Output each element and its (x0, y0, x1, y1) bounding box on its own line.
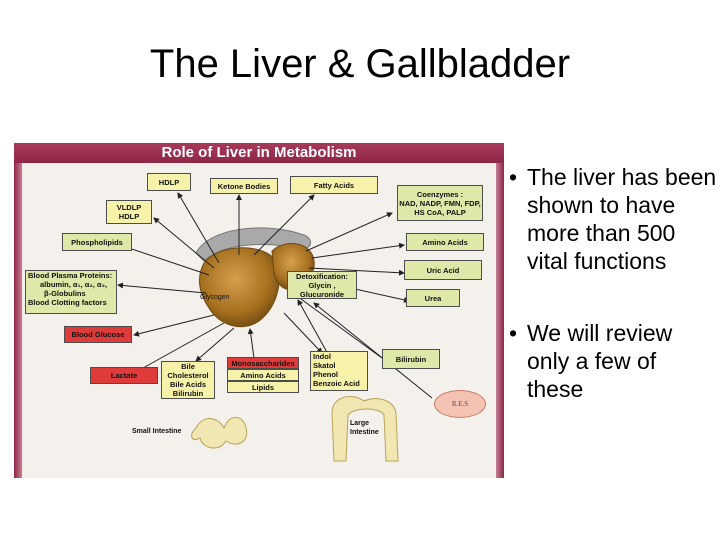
blood-plasma-albumin: albumin, α₁, α₂, α₃, (40, 280, 108, 289)
ketone-bodies-box: Ketone Bodies (210, 178, 278, 194)
lipids-box: Lipids (227, 381, 299, 393)
liver-left-lobe (198, 247, 280, 328)
indol-label: Indol (313, 352, 331, 361)
left-frame-bar (14, 163, 22, 478)
blood-plasma-proteins-box: Blood Plasma Proteins: albumin, α₁, α₂, … (25, 270, 117, 314)
bullet-marker: • (509, 164, 518, 190)
uric-acid-box: Uric Acid (404, 260, 482, 280)
res-oval: R.E.S (434, 390, 486, 418)
bile-acids: Bile Acids (170, 380, 206, 389)
coenzymes-list: NAD, NADP, FMN, FDP, HS CoA, PALP (399, 198, 481, 217)
slide-title: The Liver & Gallbladder (149, 42, 571, 86)
bullet-list: • The liver has been shown to have more … (507, 163, 717, 447)
right-frame-bar (496, 163, 504, 478)
bullet-text: The liver has been shown to have more th… (527, 164, 717, 274)
large-intestine-label-2: Intestine (350, 429, 379, 436)
lactate-box: Lactate (90, 367, 158, 384)
coenzymes-title: Coenzymes : (416, 189, 464, 199)
liver-cap (195, 227, 311, 262)
fatty-acids-box: Fatty Acids (290, 176, 378, 194)
bile-bilirubin: Bilirubin (172, 389, 204, 398)
liver-metabolism-diagram: Role of Liver in Metabolism (14, 143, 504, 478)
bullet-marker: • (509, 320, 518, 346)
arrows (113, 192, 410, 384)
benzoic-acid-label: Benzoic Acid (313, 379, 360, 388)
vldlp-hdlp-label: HDLP (118, 212, 140, 221)
bullet-text: We will review only a few of these (527, 320, 673, 402)
phospholipids-box: Phospholipids (62, 233, 132, 251)
bilirubin-box: Bilirubin (382, 349, 440, 369)
large-intestine-label-1: Large (350, 420, 370, 427)
detox-title: Detoxification: (295, 271, 349, 281)
detoxification-box: Detoxification: Glycin , Glucuronide (287, 271, 357, 299)
bullet-item-1: • The liver has been shown to have more … (507, 163, 717, 275)
blood-plasma-title: Blood Plasma Proteins: (28, 271, 113, 280)
urea-box: Urea (406, 289, 460, 307)
diagram-title: Role of Liver in Metabolism (161, 144, 357, 161)
diagram-banner: Role of Liver in Metabolism (14, 143, 504, 163)
vldlp-box: VLDLP HDLP (106, 200, 152, 224)
bullet-item-2: • We will review only a few of these (507, 319, 717, 403)
detox-items: Glycin , Glucuronide (299, 280, 345, 299)
glycogen-label: Glycogen (200, 294, 230, 301)
toxins-box: Indol Skatol Phenol Benzoic Acid (310, 351, 368, 391)
bile-label: Bile (181, 362, 195, 371)
phenol-label: Phenol (313, 370, 339, 379)
large-intestine-shape (331, 396, 399, 462)
monosaccharides-box: Monosaccharides (227, 357, 299, 369)
small-intestine-label: Small Intestine (132, 428, 182, 435)
vldlp-label: VLDLP (116, 203, 142, 212)
bile-box: Bile Cholesterol Bile Acids Bilirubin (161, 361, 215, 399)
nutrients-stack: Monosaccharides Amino Acids Lipids (227, 357, 299, 393)
bile-cholesterol: Cholesterol (167, 371, 209, 380)
coenzymes-box: Coenzymes : NAD, NADP, FMN, FDP, HS CoA,… (397, 185, 483, 221)
amino-acids-bottom-box: Amino Acids (227, 369, 299, 381)
blood-plasma-clotting: Blood Clotting factors (28, 298, 107, 307)
blood-plasma-globulins: β-Globulins (44, 289, 86, 298)
small-intestine-shape (191, 417, 248, 449)
amino-acids-right-box: Amino Acids (406, 233, 484, 251)
skatol-label: Skatol (313, 361, 336, 370)
hdlp-box: HDLP (147, 173, 191, 191)
res-label: R.E.S (451, 400, 469, 408)
blood-glucose-box: Blood Glucose (64, 326, 132, 343)
